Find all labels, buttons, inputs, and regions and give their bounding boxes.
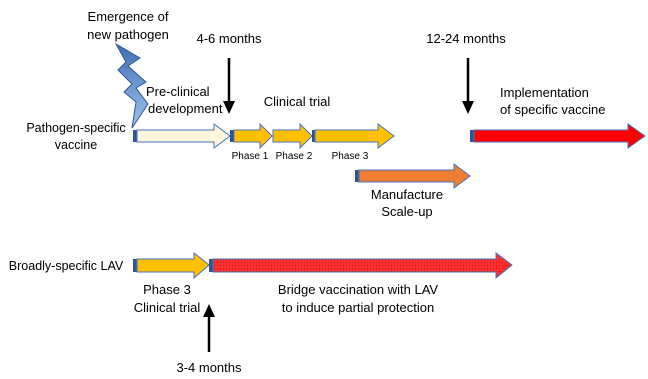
pathogen-specific-label-line1: Pathogen-specific: [26, 121, 125, 135]
phase1-label: Phase 1: [232, 151, 269, 162]
preclinical-label-line2: development: [148, 101, 223, 116]
phase2-label: Phase 2: [276, 151, 313, 162]
clinical-trial-label: Clinical trial: [264, 94, 331, 109]
emergence-label-line2: new pathogen: [87, 27, 169, 42]
implementation-arrow: [473, 123, 646, 149]
timepoint-3-4-months: 3-4 months: [176, 360, 242, 375]
bridge-vaccination-arrow: [212, 252, 513, 280]
phase1-arrow: [233, 122, 273, 150]
phase3-marker: [312, 130, 315, 142]
implementation-label-line1: Implementation: [500, 85, 589, 100]
down-arrow-4-6-head: [223, 101, 235, 114]
lav-phase3-label-line2: Clinical trial: [134, 300, 201, 315]
timepoint-12-24-months: 12-24 months: [426, 31, 506, 46]
phase3-label: Phase 3: [332, 151, 369, 162]
phase3-arrow: [314, 123, 395, 149]
up-arrow-3-4-head: [203, 304, 215, 317]
pathogen-specific-label-line2: vaccine: [55, 138, 97, 152]
manufacture-label-line1: Manufacture: [371, 187, 443, 202]
implementation-label-line2: of specific vaccine: [500, 102, 606, 117]
preclinical-label-line1: Pre-clinical: [146, 84, 210, 99]
manufacture-marker: [355, 170, 359, 182]
timepoint-4-6-months: 4-6 months: [196, 31, 262, 46]
start-marker-row2: [133, 259, 137, 272]
phase2-arrow: [272, 122, 313, 150]
implementation-marker: [470, 130, 474, 142]
down-arrow-12-24-head: [462, 101, 474, 114]
lav-phase3-arrow: [136, 251, 210, 280]
lightning-icon: [114, 42, 149, 129]
bridge-label-line2: to induce partial protection: [282, 300, 434, 315]
lav-phase3-label-line1: Phase 3: [143, 282, 191, 297]
bridge-marker: [209, 259, 213, 272]
emergence-label-line1: Emergence of: [88, 9, 169, 24]
start-marker-row1: [133, 130, 137, 142]
manufacture-arrow: [358, 163, 471, 189]
preclinical-arrow: [136, 123, 231, 149]
phase1-marker: [230, 130, 234, 142]
broadly-specific-lav-label: Broadly-specific LAV: [9, 259, 124, 273]
manufacture-label-line2: Scale-up: [381, 204, 432, 219]
bridge-label-line1: Bridge vaccination with LAV: [278, 282, 439, 297]
